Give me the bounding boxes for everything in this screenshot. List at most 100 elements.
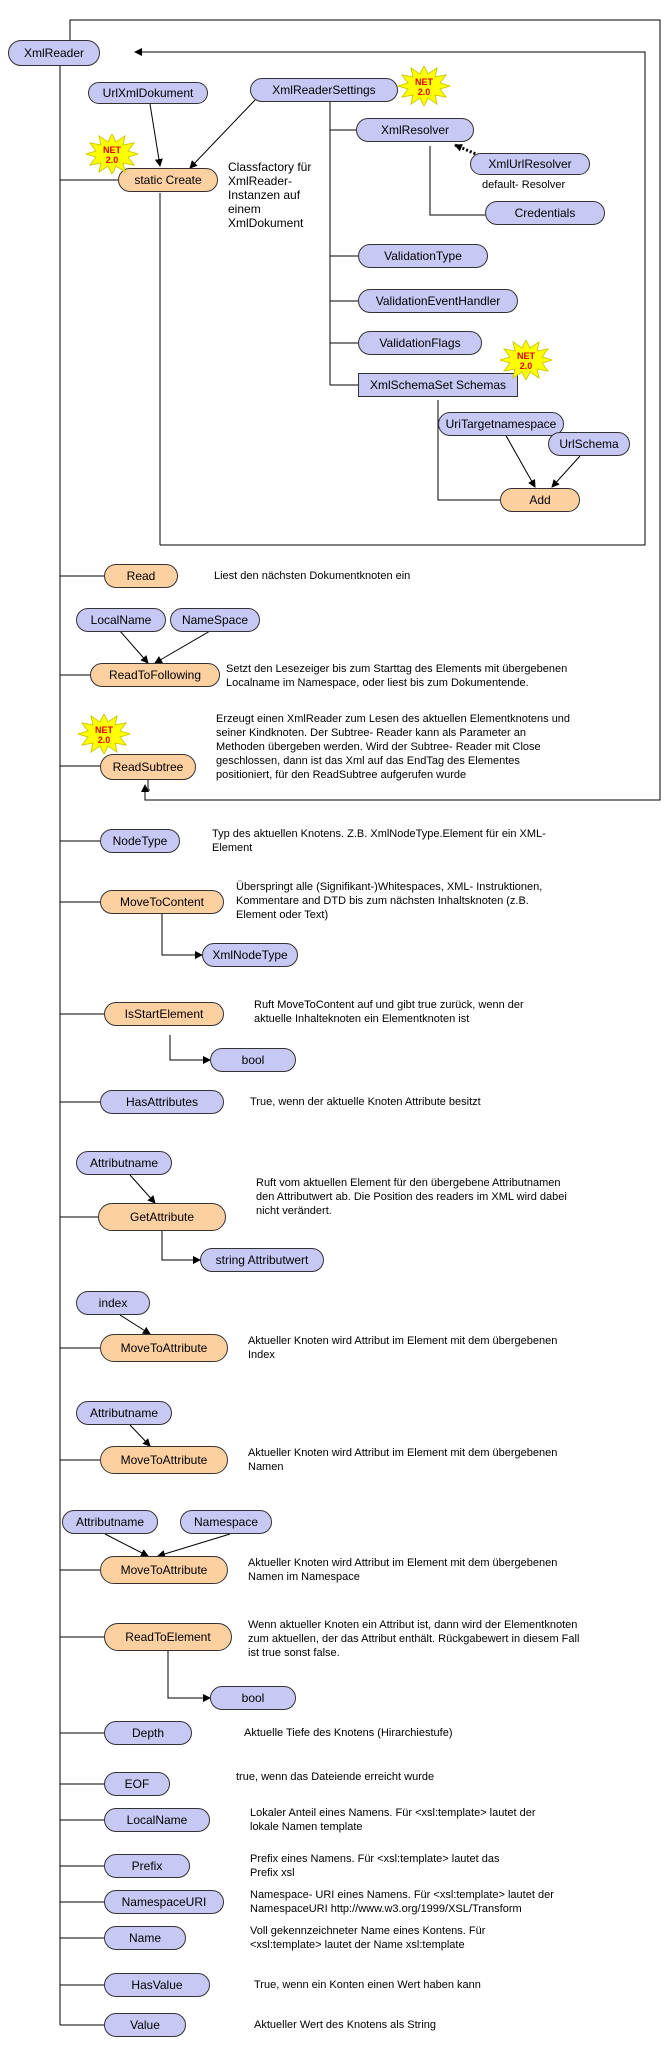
nodetype-description: Typ des aktuellen Knotens. Z.B. XmlNodeT… bbox=[212, 827, 546, 855]
desc-line: aktuelle Inhalteknoten ein Elementknoten… bbox=[254, 1013, 470, 1025]
starburst-icon bbox=[86, 134, 138, 174]
getattribute-description: Ruft vom aktuellen Element für den überg… bbox=[256, 1176, 567, 1218]
namespace-input-node[interactable]: NameSpace bbox=[170, 608, 260, 632]
namespaceuri-node[interactable]: NamespaceURI bbox=[104, 1890, 224, 1914]
namespace-node[interactable]: Namespace bbox=[180, 1510, 272, 1534]
read-description: Liest den nächsten Dokumentknoten ein bbox=[214, 570, 411, 582]
name-description: Voll gekennzeichneter Name eines Kontens… bbox=[250, 1924, 485, 1952]
hasvalue-node[interactable]: HasValue bbox=[104, 1973, 210, 1997]
attributname-node[interactable]: Attributname bbox=[76, 1401, 172, 1425]
nodetype-node[interactable]: NodeType bbox=[100, 829, 180, 853]
hasattributes-node[interactable]: HasAttributes bbox=[100, 1090, 224, 1114]
xmlreadersettings-node[interactable]: XmlReaderSettings bbox=[250, 78, 398, 102]
urlxmldokument-node[interactable]: UrlXmlDokument bbox=[88, 82, 208, 104]
desc-line: Prefix eines Namens. Für <xsl:template> … bbox=[250, 1853, 500, 1865]
urlschema-node[interactable]: UrlSchema bbox=[548, 432, 630, 456]
validationflags-node[interactable]: ValidationFlags bbox=[358, 331, 482, 355]
hasvalue-description: True, wenn ein Konten einen Wert haben k… bbox=[254, 1979, 481, 1991]
desc-line: <xsl:template> lautet der Name xsl:templ… bbox=[250, 1939, 465, 1951]
movetoattribute-namespace-description: Aktueller Knoten wird Attribut im Elemen… bbox=[248, 1556, 557, 1584]
xmlreader-node[interactable]: XmlReader bbox=[8, 40, 100, 66]
uritargetnamespace-node[interactable]: UriTargetnamespace bbox=[438, 412, 564, 436]
readtofollowing-node[interactable]: ReadToFollowing bbox=[90, 663, 220, 687]
desc-line: Instanzen auf bbox=[228, 188, 301, 202]
movetocontent-description: Überspringt alle (Signifikant-)Whitespac… bbox=[236, 880, 542, 922]
desc-line: zum aktuellen, der das Attribut enthält.… bbox=[248, 1633, 580, 1645]
xmlnodetype-node[interactable]: XmlNodeType bbox=[202, 943, 298, 967]
desc-line: Localname im Namespace, oder liest bis z… bbox=[226, 677, 529, 689]
desc-line: Aktueller Knoten wird Attribut im Elemen… bbox=[248, 1447, 558, 1459]
desc-line: Element bbox=[212, 842, 253, 854]
net20-badge: NET 2.0 bbox=[500, 340, 552, 380]
starburst-icon bbox=[500, 340, 552, 380]
readsubtree-node[interactable]: ReadSubtree bbox=[100, 754, 196, 780]
desc-line: geschlossen, dann ist das Xml auf das En… bbox=[216, 755, 520, 767]
badge-line1: NET bbox=[517, 351, 535, 361]
movetoattribute-namespace-node[interactable]: MoveToAttribute bbox=[100, 1556, 228, 1584]
validationtype-node[interactable]: ValidationType bbox=[358, 244, 488, 268]
starburst-icon bbox=[78, 714, 130, 754]
desc-line: Namen bbox=[248, 1461, 284, 1473]
badge-line2: 2.0 bbox=[105, 155, 119, 165]
attributname-node[interactable]: Attributname bbox=[76, 1151, 172, 1175]
movetoattribute-name-node[interactable]: MoveToAttribute bbox=[100, 1446, 228, 1474]
value-node[interactable]: Value bbox=[104, 2013, 186, 2037]
index-node[interactable]: index bbox=[76, 1291, 150, 1315]
net20-badge: NET 2.0 bbox=[398, 66, 450, 106]
desc-line: seiner Kindknoten. Der Subtree- Reader k… bbox=[216, 727, 527, 739]
desc-line: Aktueller Knoten wird Attribut im Elemen… bbox=[248, 1335, 558, 1347]
desc-line: Prefix xsl bbox=[250, 1867, 295, 1879]
localname-node[interactable]: LocalName bbox=[104, 1808, 210, 1832]
badge-line2: 2.0 bbox=[519, 361, 533, 371]
desc-line: Typ des aktuellen Knotens. Z.B. XmlNodeT… bbox=[212, 828, 546, 840]
getattribute-node[interactable]: GetAttribute bbox=[98, 1203, 226, 1231]
desc-line: Wenn aktueller Knoten ein Attribut ist, … bbox=[248, 1619, 578, 1631]
credentials-node[interactable]: Credentials bbox=[485, 201, 605, 225]
xmlresolver-node[interactable]: XmlResolver bbox=[356, 118, 474, 142]
movetoattribute-index-node[interactable]: MoveToAttribute bbox=[100, 1334, 228, 1362]
add-node[interactable]: Add bbox=[500, 488, 580, 512]
static-create-node[interactable]: static Create bbox=[118, 168, 218, 192]
movetocontent-node[interactable]: MoveToContent bbox=[100, 890, 224, 914]
depth-description: Aktuelle Tiefe des Knotens (Hirarchiestu… bbox=[244, 1727, 453, 1739]
xmlurlresolver-node[interactable]: XmlUrlResolver bbox=[470, 153, 590, 175]
eof-node[interactable]: EOF bbox=[104, 1772, 170, 1796]
movetoattribute-index-description: Aktueller Knoten wird Attribut im Elemen… bbox=[248, 1334, 557, 1362]
isstartelement-node[interactable]: IsStartElement bbox=[104, 1002, 224, 1026]
eof-description: true, wenn das Dateiende erreicht wurde bbox=[236, 1771, 435, 1783]
name-node[interactable]: Name bbox=[104, 1926, 186, 1950]
desc-line: ist true sonst false. bbox=[248, 1647, 340, 1659]
badge-line1: NET bbox=[95, 725, 113, 735]
default-resolver-label: default- Resolver bbox=[482, 179, 566, 191]
badge-line1: NET bbox=[103, 145, 121, 155]
desc-line: positioniert, für den ReadSubtree aufger… bbox=[216, 769, 467, 781]
namespaceuri-description: Namespace- URI eines Namens. Für <xsl:te… bbox=[250, 1888, 554, 1916]
desc-line: Index bbox=[248, 1349, 275, 1361]
desc-line: Namespace- URI eines Namens. Für <xsl:te… bbox=[250, 1889, 554, 1901]
net20-badge: NET 2.0 bbox=[86, 134, 138, 174]
xmlschemaset-node[interactable]: XmlSchemaSet Schemas bbox=[358, 373, 518, 397]
desc-line: Kommentare and DTD bis zum nächsten Inha… bbox=[236, 895, 529, 907]
badge-line2: 2.0 bbox=[97, 735, 111, 745]
readtoelement-description: Wenn aktueller Knoten ein Attribut ist, … bbox=[248, 1618, 579, 1660]
bool-node[interactable]: bool bbox=[210, 1686, 296, 1710]
bool-node[interactable]: bool bbox=[210, 1048, 296, 1072]
badge-line2: 2.0 bbox=[417, 87, 431, 97]
attributname-node[interactable]: Attributname bbox=[62, 1510, 158, 1534]
depth-node[interactable]: Depth bbox=[104, 1721, 192, 1745]
desc-line: Lokaler Anteil eines Namens. Für <xsl:te… bbox=[250, 1807, 536, 1819]
desc-line: Ruft MoveToContent auf und gibt true zur… bbox=[254, 999, 524, 1011]
movetoattribute-name-description: Aktueller Knoten wird Attribut im Elemen… bbox=[248, 1446, 557, 1474]
localname-input-node[interactable]: LocalName bbox=[76, 608, 166, 632]
readsubtree-description: Erzeugt einen XmlReader zum Lesen des ak… bbox=[216, 712, 570, 782]
readtoelement-node[interactable]: ReadToElement bbox=[104, 1623, 232, 1651]
desc-line: Methoden übergeben werden. Wird der Subt… bbox=[216, 741, 541, 753]
read-node[interactable]: Read bbox=[104, 564, 178, 588]
localname-description: Lokaler Anteil eines Namens. Für <xsl:te… bbox=[250, 1806, 536, 1834]
validationeventhandler-node[interactable]: ValidationEventHandler bbox=[358, 289, 518, 313]
string-attributwert-node[interactable]: string Attributwert bbox=[200, 1248, 324, 1272]
desc-line: lokale Namen template bbox=[250, 1821, 363, 1833]
desc-line: nicht verändert. bbox=[256, 1205, 332, 1217]
prefix-node[interactable]: Prefix bbox=[104, 1854, 190, 1878]
desc-line: Namen im Namespace bbox=[248, 1571, 360, 1583]
